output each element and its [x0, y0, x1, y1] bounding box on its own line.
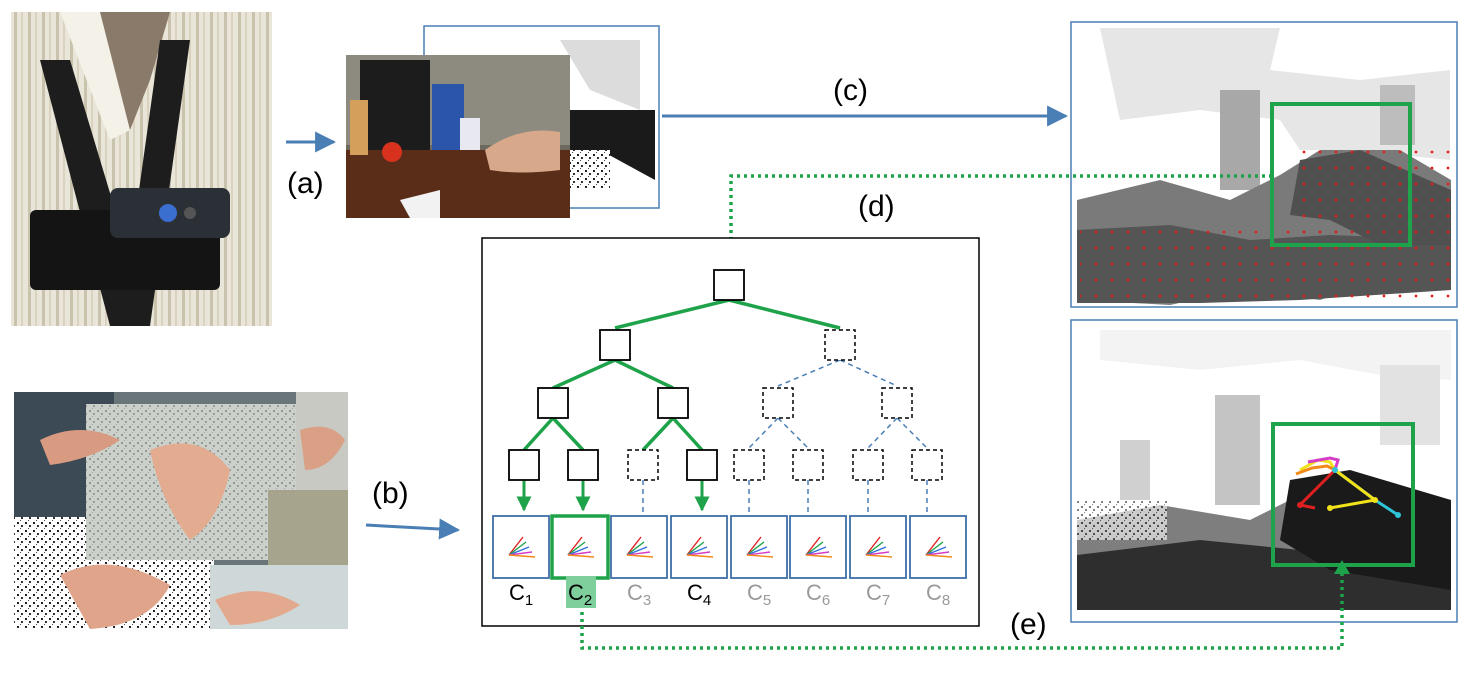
leaf-class-box [610, 515, 668, 579]
leaf-class-box [789, 515, 847, 579]
step-c-label: (c) [833, 74, 868, 107]
class-label: C6 [806, 580, 830, 609]
class-label: C4 [687, 580, 711, 609]
node-l1-left [599, 329, 631, 361]
class-label: C1 [509, 580, 533, 609]
node-l3-f [792, 449, 824, 481]
step-b: (b) [365, 477, 461, 540]
leaf-class-box [550, 514, 610, 580]
leaf-arrows [516, 480, 710, 512]
depth-map-pose [1070, 319, 1458, 623]
tree-nodes [508, 269, 745, 481]
depth-map-sampling [1070, 21, 1458, 308]
node-l3-b [567, 449, 599, 481]
class-label: C2 [568, 580, 592, 609]
step-b-label: (b) [372, 477, 409, 510]
node-l2-c [762, 387, 794, 419]
node-l3-e [733, 449, 765, 481]
leaf-class-box [909, 515, 967, 579]
leaf-class-box [849, 515, 907, 579]
chest-camera-photo [11, 12, 272, 326]
node-l2-b [657, 387, 689, 419]
node-l1-right [824, 329, 856, 361]
tree-nodes-inactive [627, 329, 943, 481]
inactive-edges [642, 359, 928, 516]
class-label: C3 [627, 580, 651, 609]
step-a-label: (a) [287, 167, 324, 200]
active-edges [522, 298, 841, 452]
step-c: (c) [662, 74, 1069, 127]
step-a: (a) [286, 131, 337, 200]
leaf-class-box [492, 515, 550, 579]
leaf-class-box [730, 515, 788, 579]
class-label: C8 [926, 580, 950, 609]
node-l3-a [508, 449, 540, 481]
node-l2-d [881, 387, 913, 419]
rgb-depth-frames [346, 25, 660, 218]
step-e-label: (e) [1010, 608, 1047, 641]
synthetic-hands-collage [14, 392, 348, 629]
step-d-label: (d) [858, 190, 895, 223]
leaf-class-box [670, 515, 728, 579]
root-node [713, 269, 745, 301]
class-label: C7 [866, 580, 890, 609]
node-l3-g [852, 449, 884, 481]
node-l3-h [911, 449, 943, 481]
class-labels: C1 C2 C3 C4 C5 C6 C7 C8 [509, 576, 950, 609]
leaf-class-boxes [492, 514, 967, 580]
selected-class-highlight [566, 576, 596, 608]
node-l3-c [627, 449, 659, 481]
node-l2-a [537, 387, 569, 419]
step-e: (e) [580, 560, 1350, 650]
class-label: C5 [747, 580, 771, 609]
hand-skeleton [1295, 456, 1401, 518]
node-l3-d [686, 449, 718, 481]
hierarchical-tree-panel: C1 C2 C3 C4 C5 C6 C7 C8 [481, 237, 980, 627]
